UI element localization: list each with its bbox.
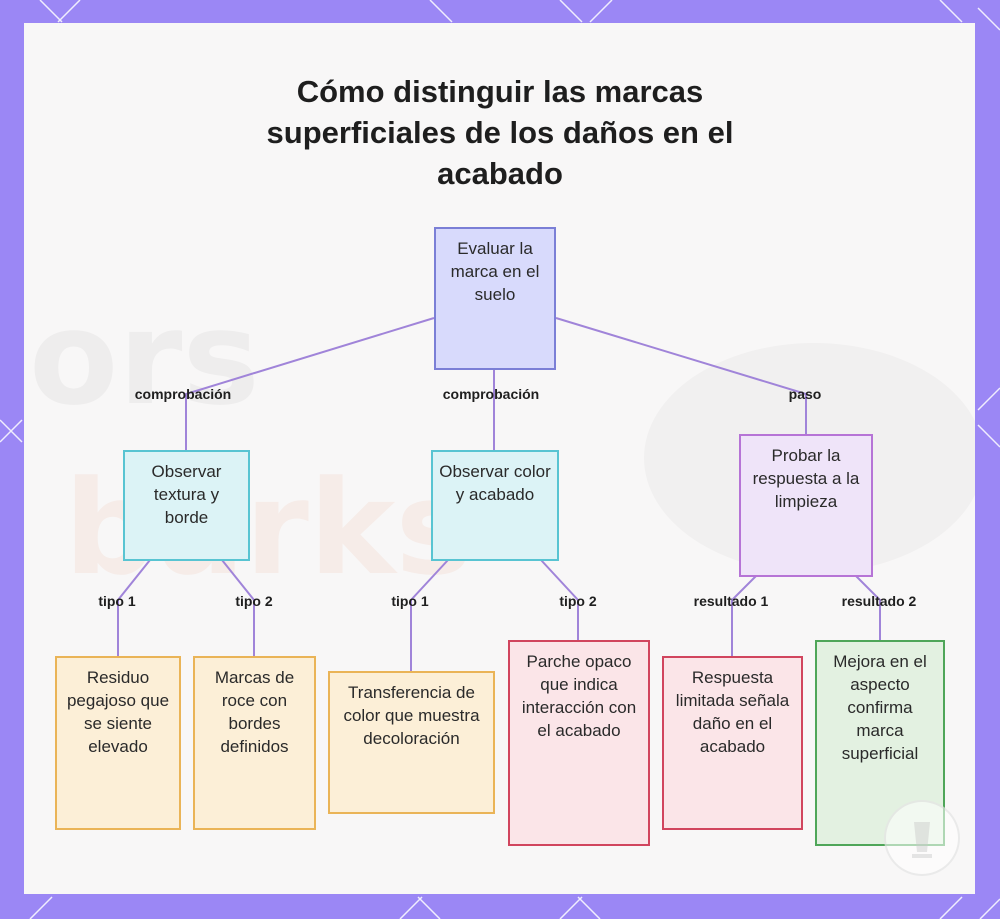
node-observe-color[interactable]: Observar color y acabado: [431, 450, 559, 561]
edge-label-root-texture: comprobación: [134, 386, 232, 402]
node-observe-texture-label: Observar textura y borde: [151, 462, 222, 527]
edge-cleaning-limited: [731, 575, 757, 656]
node-rub-marks[interactable]: Marcas de roce con bordes definidos: [193, 656, 316, 830]
node-dull-patch[interactable]: Parche opaco que indica interacción con …: [508, 640, 650, 846]
edge-root-cleaning: [555, 317, 807, 434]
edge-label-cleaning-limited: resultado 1: [693, 593, 769, 609]
node-color-transfer[interactable]: Transferencia de color que muestra decol…: [328, 671, 495, 814]
node-color-transfer-label: Transferencia de color que muestra decol…: [343, 683, 480, 748]
node-observe-color-label: Observar color y acabado: [439, 462, 551, 504]
edge-label-color-transfer: tipo 1: [391, 593, 429, 609]
node-sticky-residue-label: Residuo pegajoso que se siente elevado: [66, 668, 170, 756]
node-root[interactable]: Evaluar la marca en el suelo: [434, 227, 556, 370]
glass-logo-icon: [884, 800, 960, 876]
node-improved-appearance-label: Mejora en el aspecto confirma marca supe…: [833, 652, 927, 763]
edge-root-texture: [185, 317, 435, 450]
edge-label-root-color: comprobación: [442, 386, 540, 402]
edge-texture-rub: [221, 559, 255, 656]
node-limited-response-label: Respuesta limitada señala daño en el aca…: [675, 668, 790, 756]
node-sticky-residue[interactable]: Residuo pegajoso que se siente elevado: [55, 656, 181, 830]
edge-cleaning-improve: [855, 575, 881, 640]
node-dull-patch-label: Parche opaco que indica interacción con …: [521, 652, 637, 740]
edge-label-texture-rub: tipo 2: [235, 593, 273, 609]
edge-label-root-cleaning: paso: [788, 386, 822, 402]
edge-color-transfer: [410, 559, 449, 671]
node-limited-response[interactable]: Respuesta limitada señala daño en el aca…: [662, 656, 803, 830]
node-observe-texture[interactable]: Observar textura y borde: [123, 450, 250, 561]
node-root-label: Evaluar la marca en el suelo: [450, 239, 540, 304]
node-rub-marks-label: Marcas de roce con bordes definidos: [214, 668, 295, 756]
edge-color-patch: [540, 559, 579, 640]
background-watermark: ors: [29, 282, 260, 434]
edge-label-texture-residue: tipo 1: [98, 593, 136, 609]
edge-label-cleaning-improve: resultado 2: [841, 593, 917, 609]
node-test-cleaning-label: Probar la respuesta a la limpieza: [752, 446, 860, 511]
edge-texture-residue: [117, 559, 151, 656]
node-test-cleaning[interactable]: Probar la respuesta a la limpieza: [739, 434, 873, 577]
edge-label-color-patch: tipo 2: [559, 593, 597, 609]
diagram-title: Cómo distinguir las marcas superficiales…: [266, 74, 734, 191]
